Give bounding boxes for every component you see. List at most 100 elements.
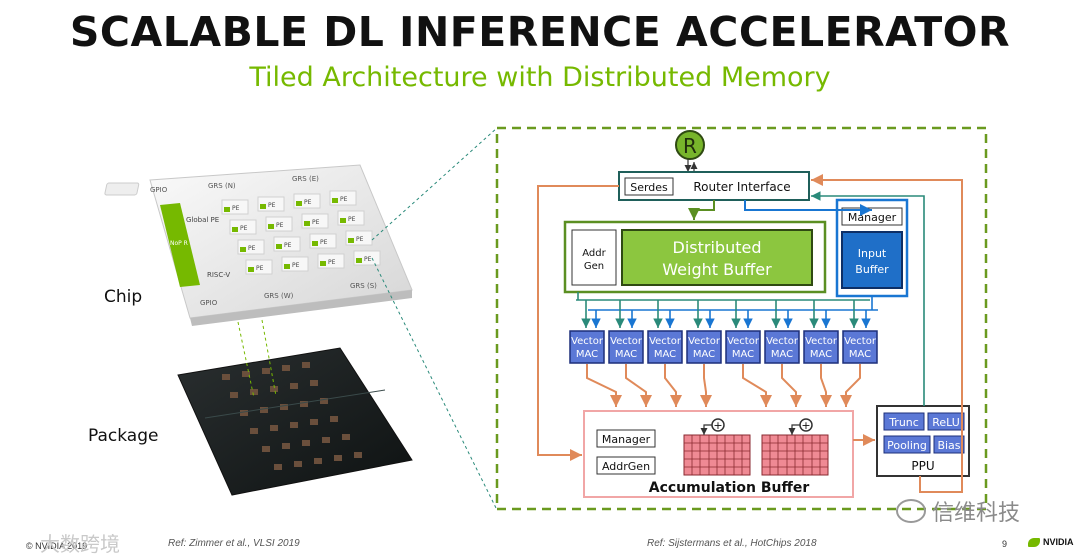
input-buffer-line1: Input [858,247,887,260]
chip-nop-label: NoP R [170,240,188,247]
vector-mac-line1: Vector [610,336,643,347]
watermark-left: 大数跨境 [40,532,120,556]
vector-mac-line2: MAC [771,349,793,360]
adder-1: + [700,418,725,435]
vector-mac-line2: MAC [654,349,676,360]
input-buffer-line2: Buffer [855,263,889,276]
addr-gen-box [571,229,617,286]
accum-addrgen-label: AddrGen [602,460,650,473]
accum-manager-box [596,429,656,448]
ppu-label: PPU [911,459,934,473]
vector-mac [842,330,878,364]
chip-grs-n: GRS (N) [208,182,236,190]
accum-addrgen-box [596,456,656,475]
nvidia-wordmark: NVIDIA [1043,537,1074,547]
vector-mac-line2: MAC [693,349,715,360]
zoom-line-top [371,127,498,241]
vector-mac-line1: Vector [688,336,721,347]
slide-subtitle: Tiled Architecture with Distributed Memo… [249,62,831,93]
pe-tile: PE [348,216,356,223]
adder-2: + [788,418,813,435]
vector-mac [803,330,839,364]
slide-title: SCALABLE DL INFERENCE ACCELERATOR [69,8,1011,56]
chip-global-pe: Global PE [186,216,219,224]
accumulation-buffer-label: Accumulation Buffer [649,480,810,496]
pe-tile: PE [340,196,348,203]
adder-2-label: + [801,419,810,432]
chip-gpio-bottom: GPIO [200,299,218,307]
weight-buffer-line1: Distributed [673,238,762,257]
input-buffer [841,231,903,289]
nvidia-eye-icon [1028,537,1040,547]
ppu-pooling-label: Pooling [887,439,927,452]
chip-grs-w: GRS (W) [264,292,294,300]
vector-mac-line1: Vector [727,336,760,347]
pe-detail-frame [495,126,988,511]
adder-1-label: + [713,419,722,432]
ppu-return-path [811,191,925,406]
manager-top-box [841,207,903,226]
chip-label: Chip [104,287,143,307]
orange-data-paths [537,174,963,493]
accumulator-grid-2 [761,434,829,476]
chip-package-guide [237,321,255,399]
vector-mac [686,330,722,364]
reference-left: Ref: Zimmer et al., VLSI 2019 [168,538,300,549]
vector-mac-line2: MAC [849,349,871,360]
footer-copyright: © NVIDIA 2019 [26,541,88,551]
ppu-bias [933,435,965,454]
accum-manager-label: Manager [602,433,651,446]
ppu-trunc-label: Trunc [888,416,919,429]
chip-nop-bar [160,203,200,287]
vector-mac-line1: Vector [844,336,877,347]
serdes-label: Serdes [630,181,668,194]
vector-mac [647,330,683,364]
pe-tile: PE [312,219,320,226]
mac-input-buses [576,292,878,328]
addr-gen-line1: Addr [582,248,606,259]
router-interface-label: Router Interface [693,180,790,194]
pe-tile: PE [320,239,328,246]
ppu-pooling [883,435,931,454]
pe-tile: PE [304,199,312,206]
ppu-relu [927,412,965,431]
page-number: 9 [1002,539,1008,549]
vector-mac [608,330,644,364]
reference-right: Ref: Sijstermans et al., HotChips 2018 [647,538,817,549]
router-node [675,130,705,160]
chip-gpio-top: GPIO [150,186,168,194]
watermark-right: 信维科技 [896,495,1020,527]
vector-mac [569,330,605,364]
mac-output-arrows [586,364,861,407]
chip-pe-grid: PE PE PE PE PE PE PE PE [221,190,381,275]
chip-grs-e: GRS (E) [292,175,319,183]
vector-mac-line1: Vector [805,336,838,347]
pe-tile: PE [284,242,292,249]
pe-tile: PE [256,265,264,272]
vector-mac-array: Vector MAC Vector MAC Vector MAC Vector … [569,330,878,364]
watermark-right-text: 信维科技 [932,501,1021,526]
vector-mac-line2: MAC [810,349,832,360]
package-dies [222,362,362,470]
ppu-trunc [883,412,925,431]
vector-mac-line1: Vector [571,336,604,347]
chip-package-guide [261,319,277,397]
router-label: R [683,134,697,158]
vector-mac-line2: MAC [615,349,637,360]
vector-mac-line1: Vector [649,336,682,347]
pe-tile: PE [276,222,284,229]
vector-mac [725,330,761,364]
chip-edge [190,290,412,326]
vector-mac-line1: Vector [766,336,799,347]
addr-gen-line2: Gen [584,261,604,272]
vector-mac [764,330,800,364]
chip-grs-s: GRS (S) [350,282,377,290]
package-body [177,347,413,496]
vector-mac-line2: MAC [732,349,754,360]
pe-tile: PE [292,262,300,269]
ppu-relu-label: ReLU [932,416,960,429]
nvidia-logo: NVIDIA [1028,537,1074,547]
accumulator-grid-1 [683,434,751,476]
package-label: Package [88,426,159,446]
